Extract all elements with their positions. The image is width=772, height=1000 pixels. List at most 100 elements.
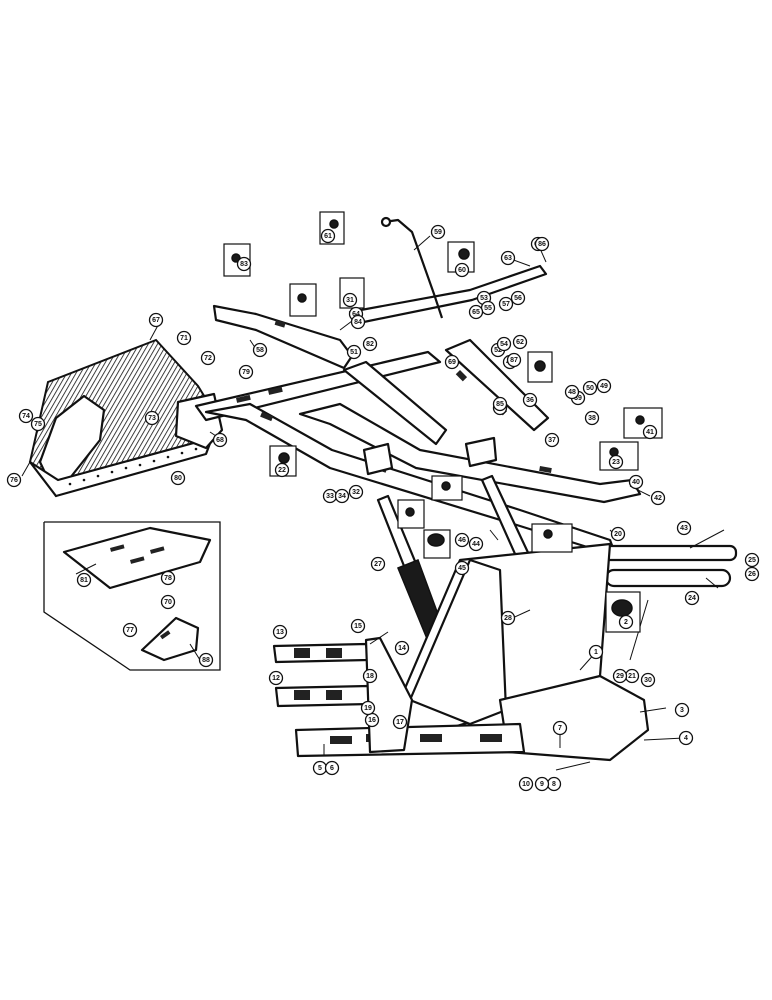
callout-73: 73 [144,410,160,426]
callout-circle [612,668,628,684]
callout-circle [238,364,254,380]
callout-10: 10 [518,776,534,792]
callout-36: 36 [522,392,538,408]
callout-circle [272,624,288,640]
callout-74: 74 [18,408,34,424]
arm-pivot-bracket-left [362,442,394,476]
callout-number: 87 [510,357,518,364]
upper-tilt-link [212,304,354,370]
callout-46: 46 [454,532,470,548]
callout-55: 55 [480,300,496,316]
callout-circle [76,572,92,588]
callout-68: 68 [212,432,228,448]
callout-number: 19 [364,705,372,712]
callout-number: 74 [22,413,30,420]
callout-circle [454,262,470,278]
callout-circle [628,474,644,490]
callout-number: 3 [680,707,684,714]
callout-62: 62 [512,334,528,350]
callout-82: 82 [362,336,378,352]
callout-33: 33 [322,488,338,504]
callout-circle [252,342,268,358]
callout-circle [678,730,694,746]
callout-circle [454,560,470,576]
callout-80: 80 [170,470,186,486]
callout-circle [324,760,340,776]
callout-circle [496,336,512,352]
callout-circle [346,344,362,360]
callout-number: 46 [458,537,466,544]
callout-circle [534,236,550,252]
callout-number: 70 [164,599,172,606]
callout-number: 43 [680,525,688,532]
callout-57: 57 [498,296,514,312]
callout-number: 82 [366,341,374,348]
callout-76: 76 [6,472,22,488]
callout-circle [588,644,604,660]
callout-4: 4 [678,730,694,746]
loader-arm-assembly [194,216,642,558]
callout-71: 71 [176,330,192,346]
callout-number: 39 [574,395,582,402]
box-part-41 [531,523,573,553]
callout-circle [18,408,34,424]
callout-number: 49 [600,383,608,390]
callout-16: 16 [364,712,380,728]
callout-number: 29 [616,673,624,680]
callout-67: 67 [148,312,164,328]
callout-number: 64 [352,311,360,318]
callout-number: 25 [748,557,756,564]
callout-number: 42 [654,495,662,502]
callout-8: 8 [546,776,562,792]
callout-30: 30 [640,672,656,688]
callout-number: 38 [588,415,596,422]
callout-circle [148,312,164,328]
callout-number: 2 [624,619,628,626]
callout-number: 54 [500,341,508,348]
callout-circle [596,378,612,394]
callout-number: 31 [346,297,354,304]
callout-number: 80 [174,475,182,482]
bucket-assembly [21,338,224,498]
cross-shaft [594,544,738,562]
callout-number: 86 [538,241,546,248]
callout-number: 5 [318,765,322,772]
callout-number: 24 [688,595,696,602]
callout-9: 9 [534,776,550,792]
callout-circle [744,566,760,582]
callout-83: 83 [236,256,252,272]
callout-circle [676,520,692,536]
callout-63: 63 [500,250,516,266]
front-mount-plate-lower [274,684,372,708]
callout-number: 18 [366,673,374,680]
callout-number: 23 [612,459,620,466]
callout-circle [512,334,528,350]
callout-circle [610,526,626,542]
callout-number: 33 [326,493,334,500]
callout-86: 86 [534,236,550,252]
front-mount-plate-upper [272,642,370,664]
callout-number: 68 [216,437,224,444]
inset-cutting-tooth [140,616,200,662]
bucket-bolt-leader [21,461,31,477]
callout-75: 75 [30,416,46,432]
callout-7: 7 [552,720,568,736]
frame-side-bracket [364,636,414,754]
callout-circle [582,380,598,396]
callout-number: 60 [458,267,466,274]
callout-circle [444,354,460,370]
callout-number: 72 [204,355,212,362]
callout-number: 61 [324,233,332,240]
callout-circle [510,290,526,306]
callout-number: 28 [504,615,512,622]
callout-56: 56 [510,290,526,306]
callout-28: 28 [500,610,516,626]
callout-number: 69 [448,359,456,366]
callout-circle [640,672,656,688]
callout-15: 15 [350,618,366,634]
callout-number: 52 [494,347,502,354]
callout-circle [394,640,410,656]
callout-circle [506,352,522,368]
callout-79: 79 [238,364,254,380]
callout-number: 10 [522,781,530,788]
